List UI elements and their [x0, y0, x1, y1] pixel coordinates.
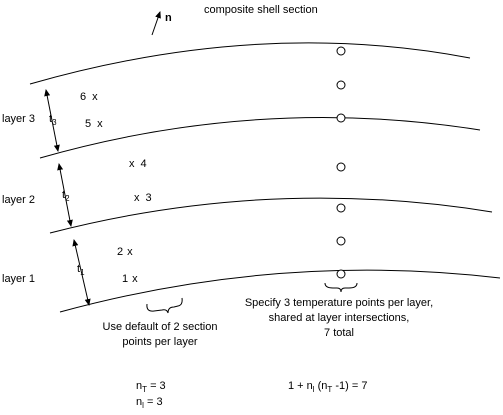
section-note-line1: Use default of 2 section	[103, 321, 218, 333]
thickness-arrow-1	[72, 239, 91, 306]
normal-arrow	[151, 11, 161, 36]
temperature-points	[336, 46, 346, 279]
section-brace	[146, 297, 183, 314]
temp-point-6	[336, 236, 346, 246]
layer-label-1: layer 1	[2, 273, 35, 285]
temp-point-4	[336, 162, 346, 172]
layer-label-3: layer 3	[2, 113, 35, 125]
normal-label: n	[165, 12, 172, 24]
equation-nT: nT = 3	[136, 380, 166, 394]
temp-point-5	[336, 203, 346, 213]
bottom-surface	[59, 269, 501, 313]
temp-point-3	[336, 113, 346, 123]
top-surface	[29, 42, 471, 85]
thickness-arrow-2	[57, 163, 73, 227]
interface-3-2	[39, 117, 481, 159]
interface-2-1	[49, 197, 493, 234]
temperature-note-line1: Specify 3 temperature points per layer,	[245, 297, 433, 309]
thickness-label-2: t2	[62, 189, 70, 203]
temperature-note-line2: shared at layer intersections,	[269, 312, 410, 324]
equation-nl: nl = 3	[136, 396, 163, 410]
diagram-title: composite shell section	[204, 4, 318, 16]
layer-label-2: layer 2	[2, 194, 35, 206]
temperature-note-line3: 7 total	[324, 327, 354, 339]
temp-point-2	[336, 80, 346, 90]
thickness-label-3: t3	[49, 113, 57, 127]
equation-total: 1 + nl (nT -1) = 7	[288, 380, 367, 394]
thickness-label-1: t1	[77, 263, 85, 277]
temp-point-7	[336, 269, 346, 279]
temperature-brace	[324, 282, 358, 293]
thickness-arrow-3	[44, 89, 60, 152]
temp-point-1	[336, 46, 346, 56]
section-note-line2: points per layer	[122, 336, 198, 348]
